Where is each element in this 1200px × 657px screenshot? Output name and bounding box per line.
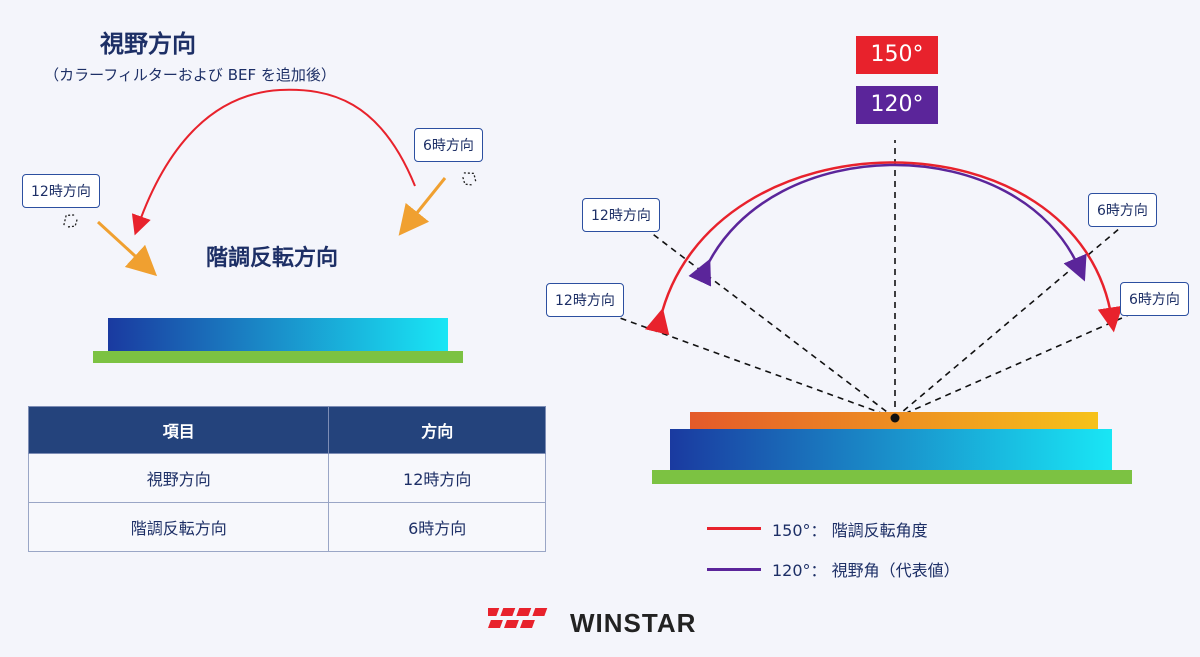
winstar-logo-icon	[488, 608, 548, 628]
legend-purple-line	[707, 568, 761, 571]
table-header: 方向	[328, 406, 546, 454]
orange-arrow-left	[96, 220, 158, 277]
table-row: 視野方向 12時方向	[27, 453, 546, 503]
ray-outer-6	[894, 309, 1141, 419]
legend-red-text: 150°： 階調反転角度	[772, 521, 928, 540]
legend-purple-text: 120°： 視野角（代表値）	[772, 561, 960, 580]
table-row: 階調反転方向 6時方向	[27, 502, 546, 552]
table-cell: 階調反転方向	[27, 502, 330, 552]
page-subtitle: （カラーフィルターおよび BEF を追加後）	[44, 66, 336, 84]
eye-icon	[63, 214, 78, 228]
table-cell: 12時方向	[328, 453, 546, 503]
label-6-oclock: 6時方向	[414, 128, 483, 162]
invert-direction-arc	[131, 88, 416, 236]
lcd-panel	[108, 318, 448, 352]
arc-120	[688, 163, 1087, 287]
orange-arrow-right	[398, 177, 447, 236]
center-point	[890, 413, 900, 423]
badge-120: 120°	[856, 86, 938, 124]
badge-150: 150°	[856, 36, 938, 74]
arc-150	[644, 161, 1123, 336]
table-header: 項目	[27, 406, 330, 454]
ray-outer-12	[619, 317, 896, 419]
winstar-logo-text: WINSTAR	[570, 608, 697, 638]
eye-icon	[462, 172, 477, 186]
backlight-base	[93, 351, 463, 363]
table-cell: 視野方向	[27, 453, 330, 503]
page-title: 視野方向	[100, 30, 196, 58]
label-12-oclock: 12時方向	[22, 174, 100, 208]
direction-table: 項目 方向 視野方向 12時方向 階調反転方向 6時方向	[27, 406, 546, 552]
label-inner-12: 12時方向	[582, 198, 660, 232]
label-outer-6: 6時方向	[1120, 282, 1189, 316]
backlight-base-right	[652, 470, 1132, 484]
invert-direction-title: 階調反転方向	[206, 246, 339, 271]
legend-red-line	[707, 527, 761, 530]
ray-inner-6	[894, 227, 1121, 419]
right-diagram	[619, 140, 1141, 484]
label-inner-6: 6時方向	[1088, 193, 1157, 227]
table-cell: 6時方向	[328, 502, 546, 552]
lcd-panel-right	[670, 429, 1112, 471]
label-outer-12: 12時方向	[546, 283, 624, 317]
left-diagram	[63, 88, 477, 363]
